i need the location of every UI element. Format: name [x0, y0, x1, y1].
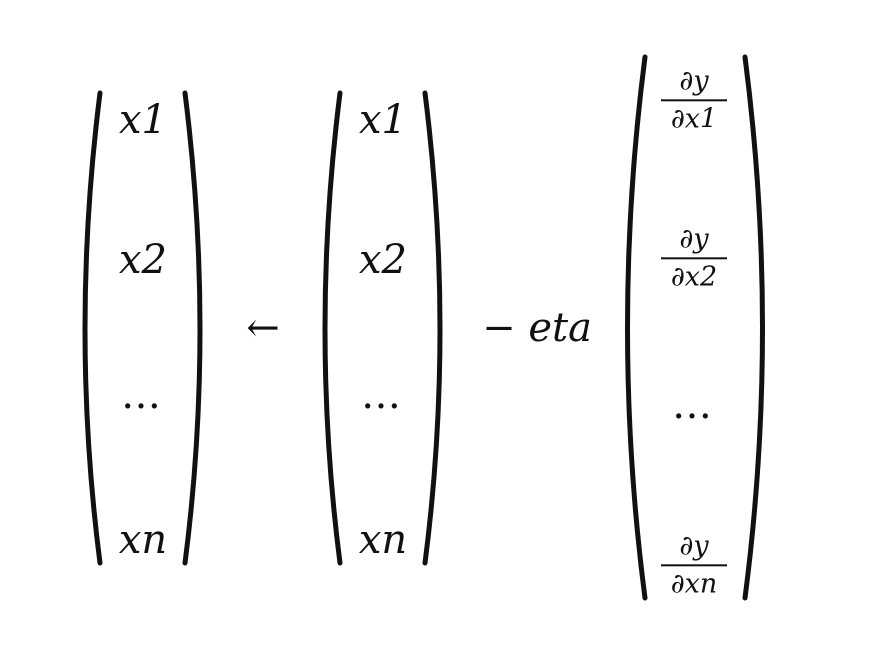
- numerator: ∂y: [679, 530, 709, 562]
- lhs-entry: xn: [118, 517, 168, 563]
- minus-eta: − eta: [482, 305, 592, 351]
- fraction-bar: [661, 99, 727, 101]
- lhs-entry: x1: [118, 97, 168, 143]
- lhs-entry: x2: [118, 237, 168, 283]
- right-paren-3: [742, 54, 765, 601]
- right-paren-1: [182, 90, 203, 566]
- denominator: ∂xn: [670, 568, 718, 599]
- partial-fraction: ∂y ∂x1: [661, 66, 727, 133]
- left-paren-2: [322, 90, 343, 566]
- left-arrow: ←: [246, 305, 280, 351]
- numerator: ∂y: [679, 223, 709, 255]
- partial-fraction: ∂y ∂x2: [661, 224, 727, 291]
- left-paren-1: [82, 90, 103, 566]
- lhs-entry: …: [121, 372, 165, 418]
- fraction-bar: [661, 564, 727, 566]
- rhs-entry: x2: [358, 237, 408, 283]
- right-paren-2: [422, 90, 443, 566]
- left-paren-3: [625, 54, 648, 601]
- gradient-dots: …: [672, 382, 716, 428]
- partial-fraction: ∂y ∂xn: [661, 531, 727, 598]
- denominator: ∂x1: [670, 103, 718, 134]
- denominator: ∂x2: [670, 261, 718, 292]
- rhs-entry: x1: [358, 97, 408, 143]
- fraction-bar: [661, 257, 727, 259]
- rhs-entry: xn: [358, 517, 408, 563]
- numerator: ∂y: [679, 65, 709, 97]
- rhs-entry: …: [361, 372, 405, 418]
